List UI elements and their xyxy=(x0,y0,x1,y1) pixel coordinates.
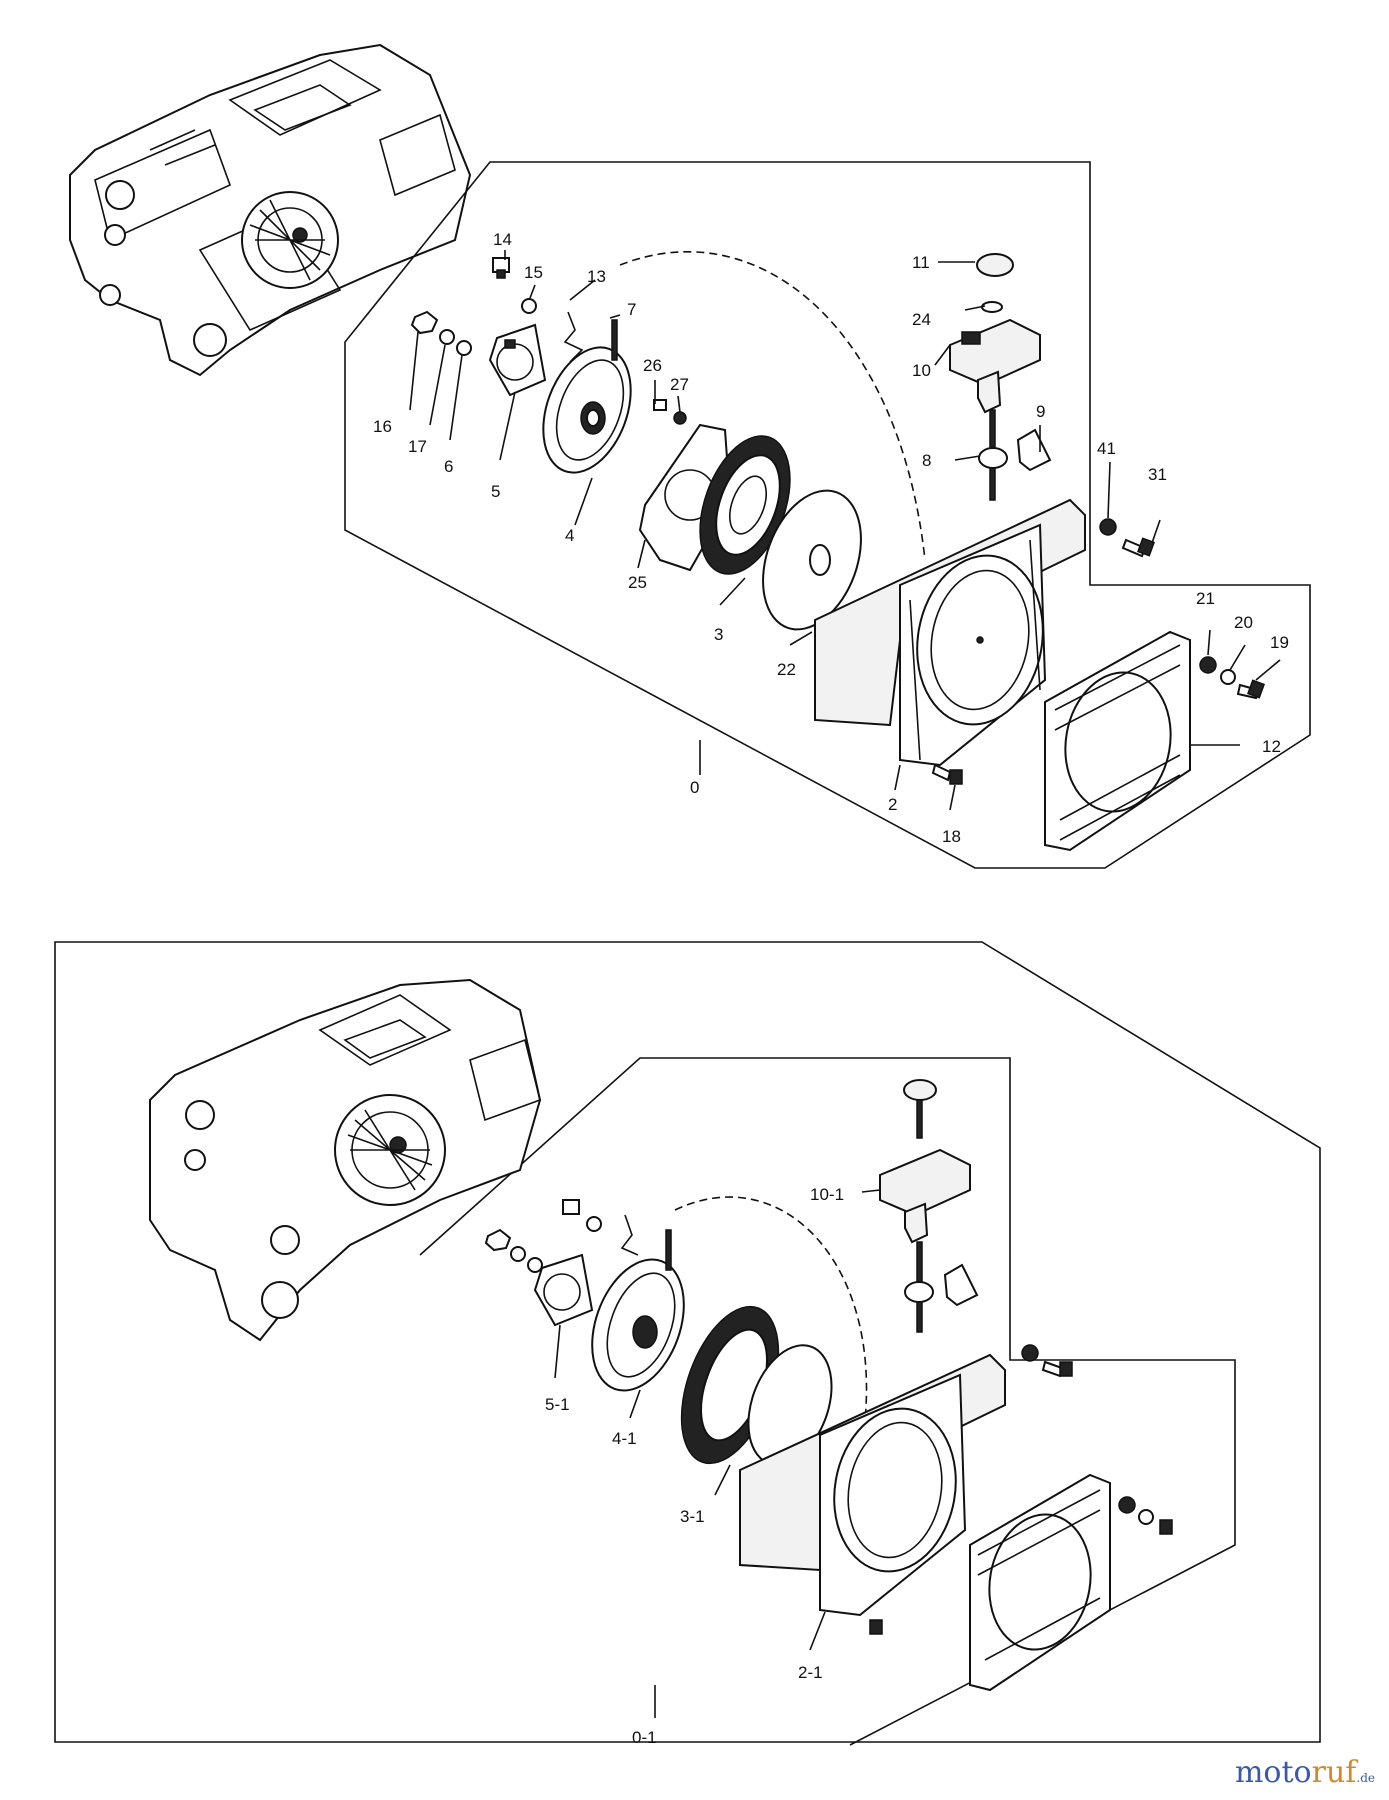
washer-24 xyxy=(981,301,1003,313)
label-11: 11 xyxy=(912,253,930,272)
screw-18 xyxy=(949,769,963,785)
label-41: 41 xyxy=(1097,439,1116,458)
screw-26 xyxy=(653,399,667,411)
label-21: 21 xyxy=(1196,589,1215,608)
lower-inner-outline xyxy=(419,1057,1236,1746)
label-18: 18 xyxy=(942,827,961,846)
spring-lower xyxy=(620,1214,639,1256)
grill-lower xyxy=(969,1473,1111,1692)
disc-22 xyxy=(762,489,862,631)
label-17: 17 xyxy=(408,437,427,456)
handle-10 xyxy=(949,318,1041,414)
label-2-1: 2-1 xyxy=(798,1663,823,1682)
label-5: 5 xyxy=(491,482,500,501)
washer-lower-f xyxy=(1138,1509,1154,1525)
lower-assembly: 10-1 5-1 4-1 3-1 0-1 2-1 xyxy=(54,941,1321,1747)
starter-housing-2 xyxy=(814,498,1086,767)
label-4: 4 xyxy=(565,526,574,545)
rope-drum-4 xyxy=(542,346,632,474)
label-24: 24 xyxy=(912,310,931,329)
label-13: 13 xyxy=(587,267,606,286)
bolt-lower xyxy=(562,1199,580,1215)
label-0: 0 xyxy=(690,778,699,797)
label-7: 7 xyxy=(627,300,636,319)
label-8: 8 xyxy=(922,451,931,470)
washer-lower-e xyxy=(1118,1496,1136,1514)
label-16: 16 xyxy=(373,417,392,436)
upper-assembly: 14 15 13 7 11 24 10 26 27 9 8 41 31 16 1… xyxy=(69,43,1311,869)
label-10: 10 xyxy=(912,361,931,380)
washer-27 xyxy=(673,411,687,425)
starter-housing-2-1 xyxy=(739,1353,1006,1617)
watermark-tld: .de xyxy=(1356,1771,1375,1785)
label-3: 3 xyxy=(714,625,723,644)
label-15: 15 xyxy=(524,263,543,282)
rope-7 xyxy=(611,319,618,361)
nut-lower xyxy=(484,1228,512,1252)
label-6: 6 xyxy=(444,457,453,476)
screw-19 xyxy=(1247,679,1265,699)
engine-block-upper xyxy=(69,43,472,377)
handle-10-1 xyxy=(879,1079,971,1333)
watermark-brand-end: ruf xyxy=(1311,1755,1357,1790)
label-4-1: 4-1 xyxy=(612,1429,637,1448)
label-9: 9 xyxy=(1036,402,1045,421)
pawl-carrier-5-1 xyxy=(533,1253,594,1327)
washer-15 xyxy=(521,298,537,314)
cap-11 xyxy=(976,253,1014,277)
starter-rope-path-lower xyxy=(674,1196,868,1421)
grill-12 xyxy=(1044,630,1191,852)
label-31: 31 xyxy=(1148,465,1167,484)
label-27: 27 xyxy=(670,375,689,394)
washer-20 xyxy=(1220,669,1236,685)
label-0-1: 0-1 xyxy=(632,1728,657,1747)
label-10-1: 10-1 xyxy=(810,1185,844,1204)
clip-9 xyxy=(1016,428,1052,472)
screw-lower-a xyxy=(1059,1361,1073,1377)
washer-17 xyxy=(439,329,455,345)
spring-housing-3 xyxy=(699,435,791,575)
grommet-8 xyxy=(978,447,1008,469)
washer-lower-a xyxy=(510,1246,526,1262)
label-3-1: 3-1 xyxy=(680,1507,705,1526)
screw-lower-b xyxy=(1159,1519,1173,1535)
label-26: 26 xyxy=(643,356,662,375)
label-22: 22 xyxy=(777,660,796,679)
spring-13 xyxy=(563,311,584,363)
washer-6 xyxy=(456,340,472,356)
watermark-brand-start: moto xyxy=(1234,1755,1312,1790)
label-19: 19 xyxy=(1270,633,1289,652)
bolt-14 xyxy=(492,257,510,279)
washer-21 xyxy=(1199,656,1217,674)
watermark-logo: motoruf.de xyxy=(1235,1755,1375,1790)
washer-lower-c xyxy=(586,1216,602,1232)
screw-lower-c xyxy=(869,1619,883,1635)
screw-18-shank xyxy=(931,763,952,782)
label-12: 12 xyxy=(1262,737,1281,756)
nut-16 xyxy=(410,310,439,335)
rope-drum-4-1 xyxy=(591,1258,685,1392)
rope-lower xyxy=(665,1229,672,1271)
label-5-1: 5-1 xyxy=(545,1395,570,1414)
upper-group-outline xyxy=(344,161,1311,869)
label-2: 2 xyxy=(888,795,897,814)
screw-lower-a-shank xyxy=(1041,1360,1064,1378)
pawl-carrier-5 xyxy=(488,323,547,397)
label-14: 14 xyxy=(493,230,512,249)
washer-lower-b xyxy=(527,1257,543,1273)
label-20: 20 xyxy=(1234,613,1253,632)
washer-lower-d xyxy=(1021,1344,1039,1362)
lower-outer-outline xyxy=(54,941,1321,1743)
washer-41 xyxy=(1099,518,1117,536)
label-25: 25 xyxy=(628,573,647,592)
clip-lower xyxy=(943,1263,979,1307)
starter-rope-path xyxy=(619,250,926,561)
engine-block-lower xyxy=(149,978,542,1342)
